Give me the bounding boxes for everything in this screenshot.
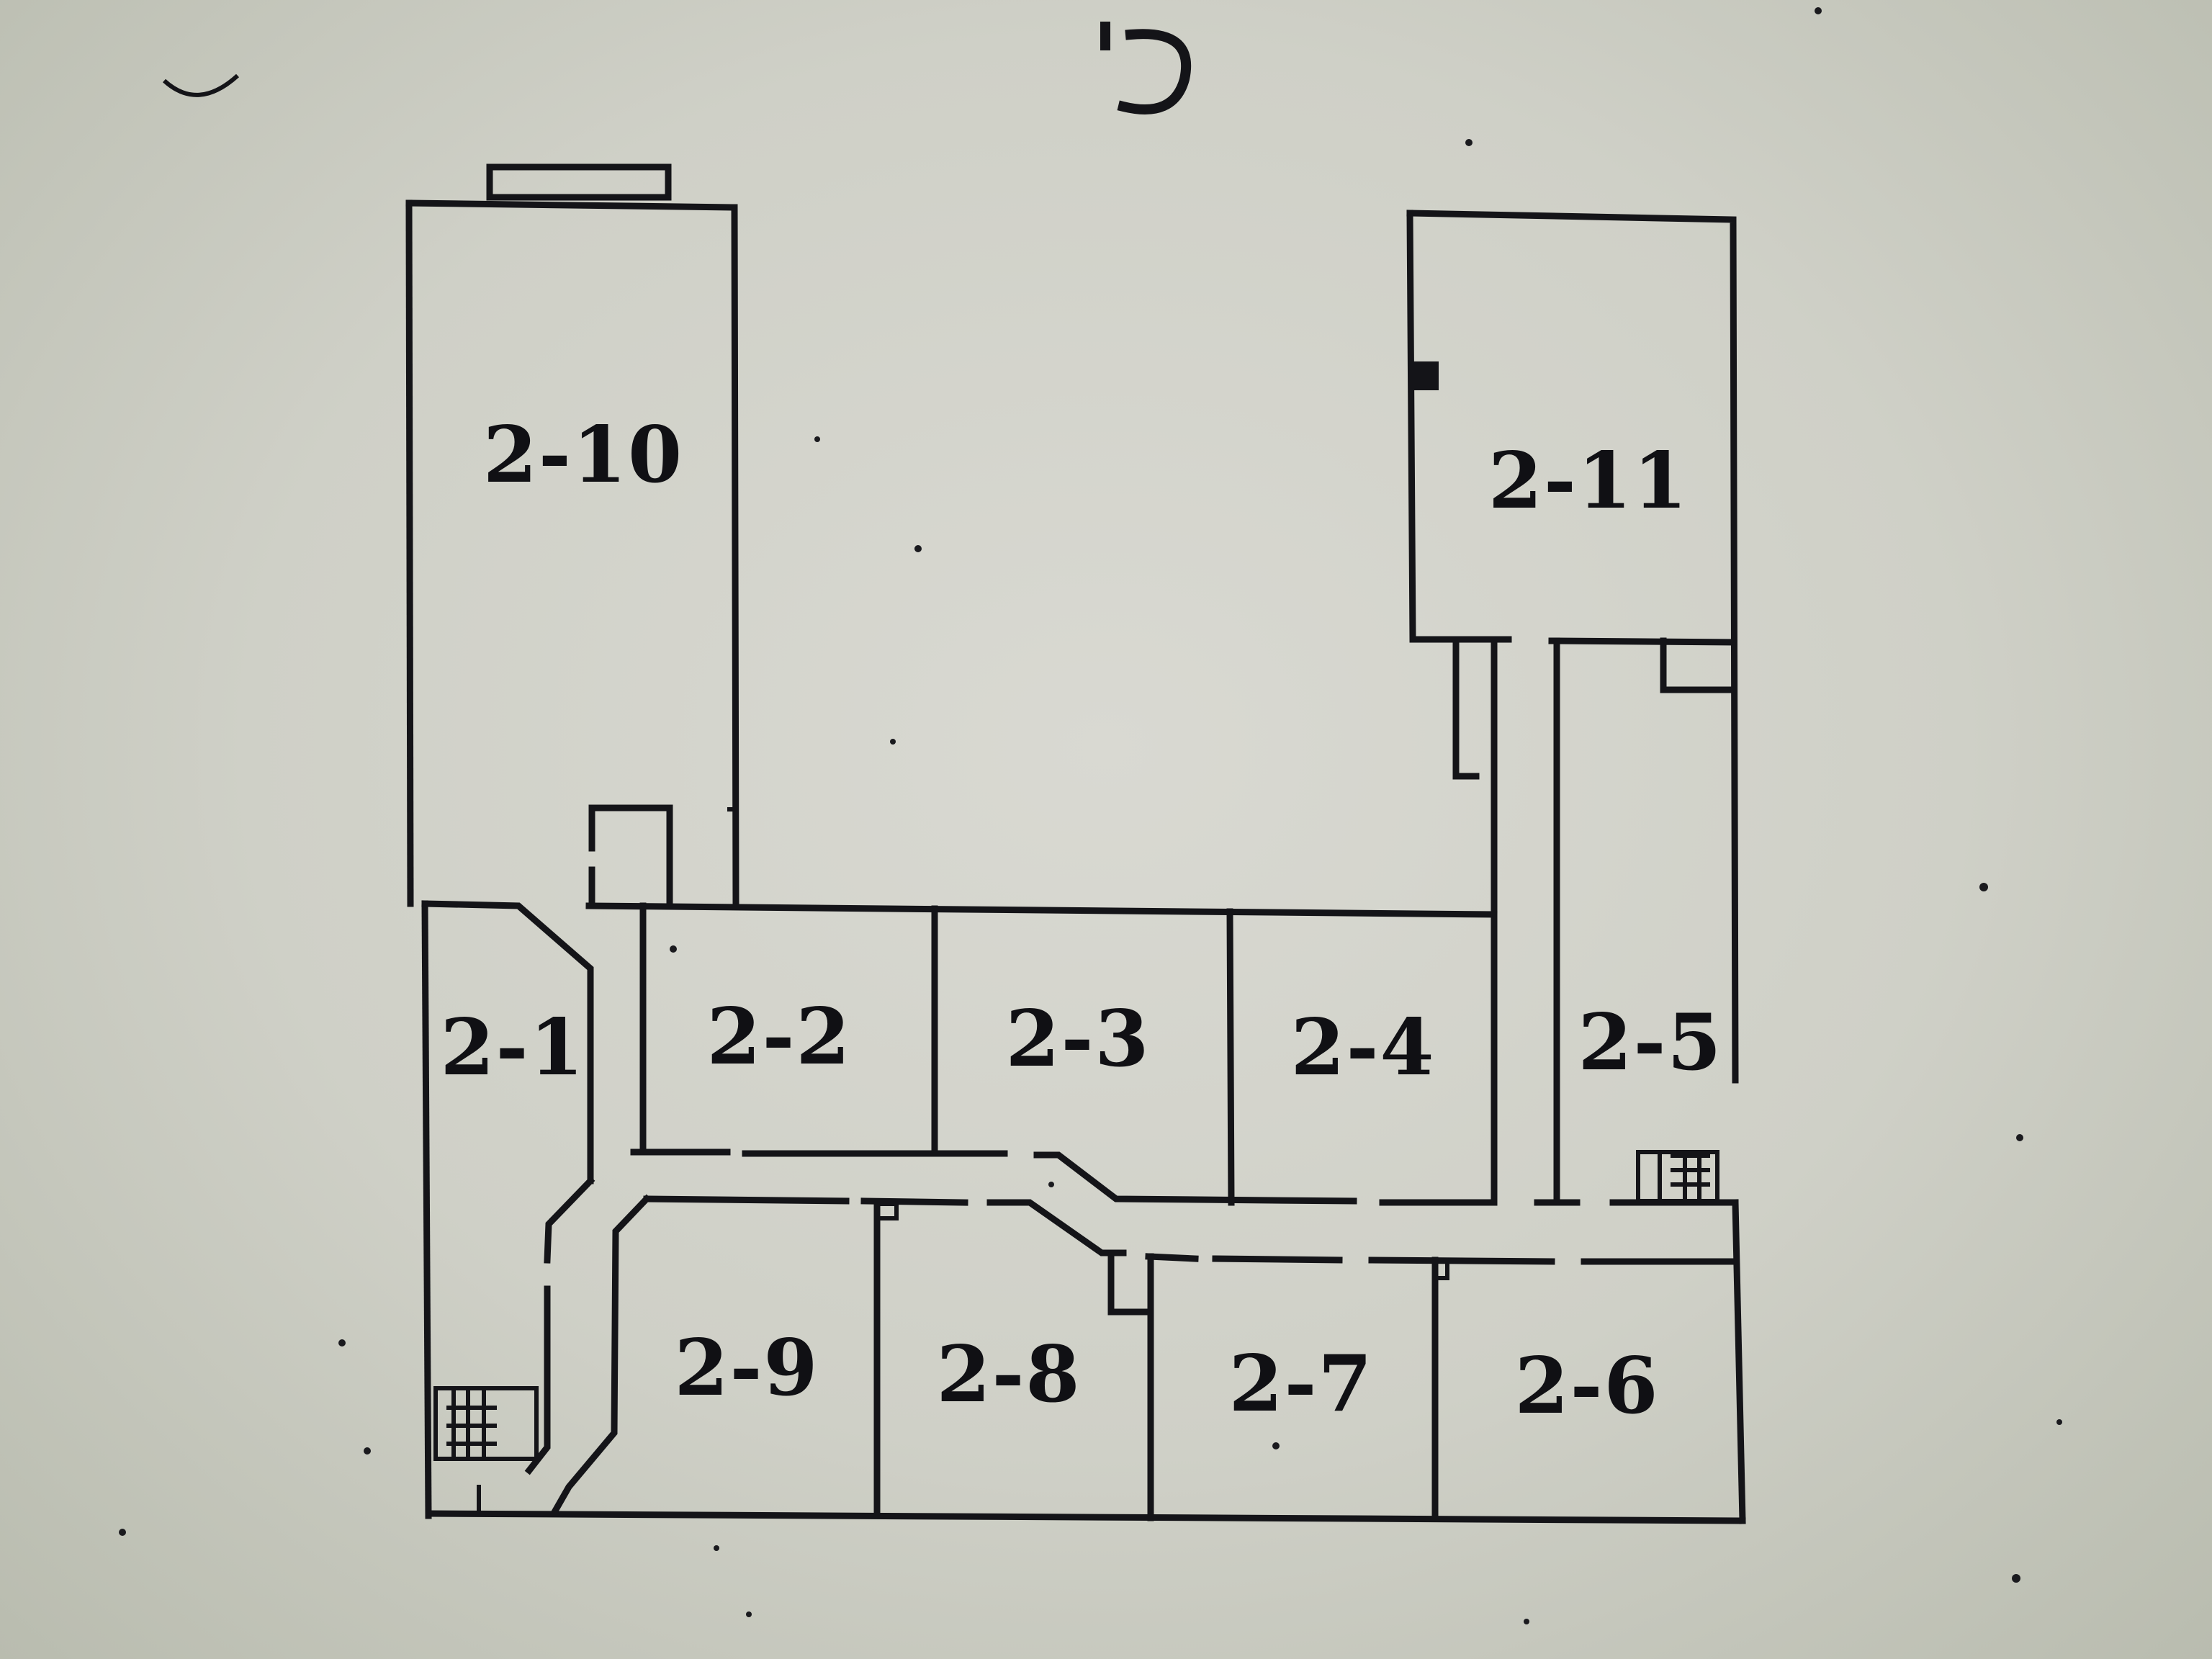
room-label-2-6: 2-6 — [1514, 1341, 1660, 1431]
room-label-2-7: 2-7 — [1228, 1339, 1374, 1429]
room-2-10-walls — [405, 163, 739, 907]
room-label-2-11: 2-11 — [1488, 436, 1689, 526]
room-label-2-8: 2-8 — [936, 1329, 1082, 1420]
room-label-2-4: 2-4 — [1290, 1002, 1436, 1093]
room-2-1-walls — [421, 900, 595, 1519]
stray-mark-left — [162, 73, 240, 97]
room-label-2-9: 2-9 — [674, 1323, 819, 1413]
room-label-2-1: 2-1 — [440, 1002, 585, 1093]
compass-mark-icon — [1100, 22, 1192, 114]
room-2-11-walls — [1406, 210, 1739, 1206]
room-label-2-5: 2-5 — [1578, 997, 1723, 1088]
room-label-2-2: 2-2 — [706, 992, 852, 1082]
room-label-2-3: 2-3 — [1005, 994, 1151, 1084]
upper-rooms-walls — [585, 902, 1739, 1206]
lower-rooms-walls — [425, 1194, 1746, 1524]
print-speckles — [119, 7, 2062, 1624]
room-label-2-10: 2-10 — [482, 410, 684, 500]
stair-2-5-icon — [1636, 1150, 1719, 1203]
